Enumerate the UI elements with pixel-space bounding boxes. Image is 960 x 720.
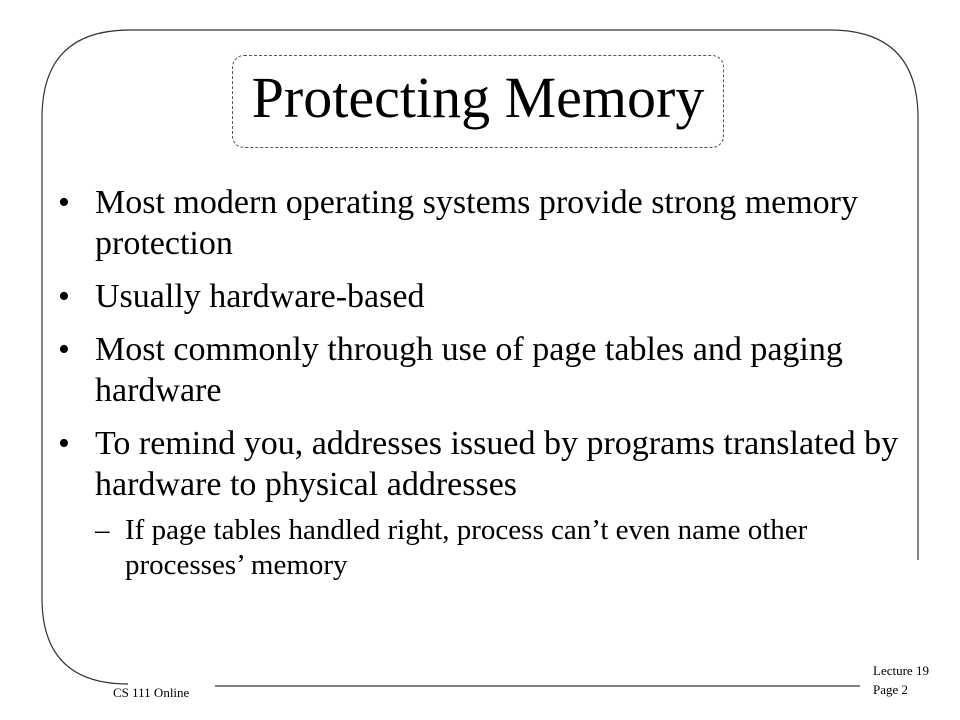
bullet-item: • To remind you, addresses issued by pro…: [58, 423, 918, 505]
footer-page: Page 2: [873, 682, 909, 697]
sub-bullet-text: If page tables handled right, process ca…: [125, 514, 808, 581]
bullet-icon: •: [58, 278, 70, 315]
bullet-icon: •: [58, 184, 70, 221]
bullet-item: • Usually hardware-based: [58, 276, 918, 317]
bullet-text: Usually hardware-based: [95, 278, 425, 315]
sub-bullet-item: – If page tables handled right, process …: [58, 513, 918, 583]
bullet-item: • Most modern operating systems provide …: [58, 182, 918, 264]
bullet-item: • Most commonly through use of page tabl…: [58, 329, 918, 411]
footer-course: CS 111 Online: [113, 685, 190, 700]
frame-left-border: [41, 118, 129, 685]
title-box: [232, 55, 724, 148]
footer-lecture-page: Lecture 19 Page 2: [873, 661, 929, 699]
footer-lecture: Lecture 19: [873, 663, 929, 678]
slide-content: • Most modern operating systems provide …: [58, 182, 918, 583]
bullet-text: Most modern operating systems provide st…: [95, 184, 859, 262]
bullet-icon: •: [58, 331, 70, 368]
frame-top-border: [41, 29, 919, 560]
bullet-text: Most commonly through use of page tables…: [95, 331, 843, 409]
bullet-text: To remind you, addresses issued by progr…: [95, 425, 899, 503]
slide-title: Protecting Memory: [251, 65, 705, 130]
bullet-icon: •: [58, 425, 70, 462]
dash-icon: –: [95, 514, 110, 546]
